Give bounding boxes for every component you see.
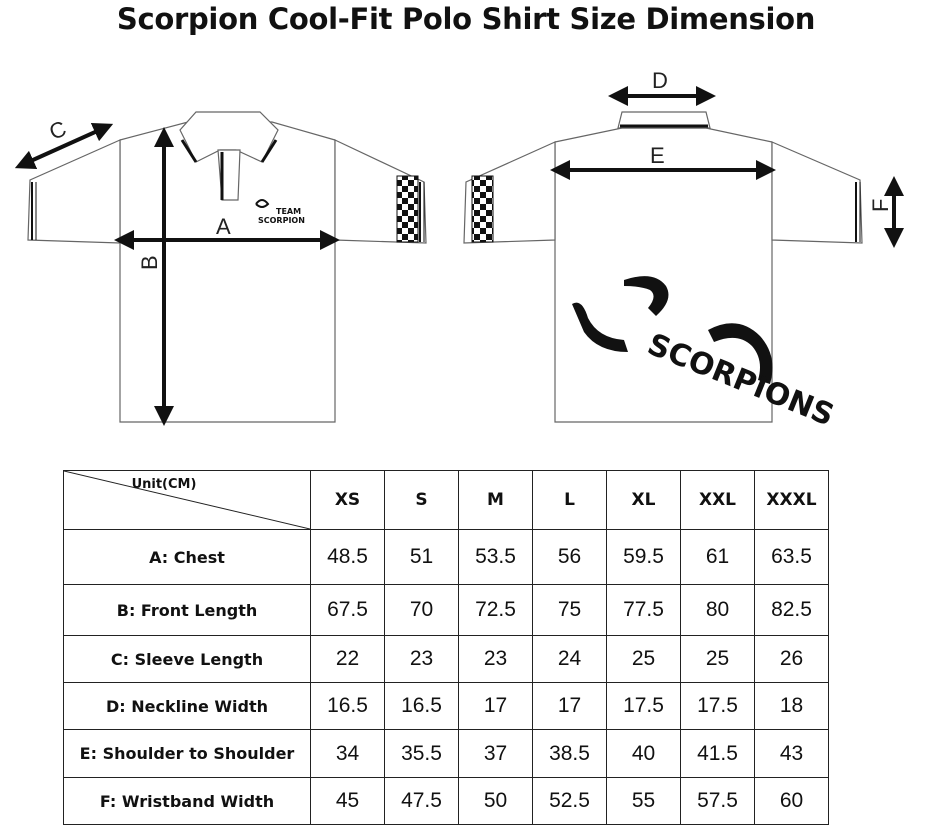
table-cell: 40 [606,729,681,778]
table-row-chest: A: Chest 48.5 51 53.5 56 59.5 61 63.5 [63,529,829,585]
table-cell: 25 [680,635,755,683]
dimension-label-f: F [868,199,893,212]
table-cell: 25 [606,635,681,683]
table-cell: 17 [458,682,533,730]
front-logo: TEAM SCORPION [255,199,305,225]
table-cell: 60 [754,777,829,825]
row-label: A: Chest [63,529,311,585]
row-label: E: Shoulder to Shoulder [63,729,311,778]
dimension-label-c: C [46,116,70,145]
table-cell: 61 [680,529,755,585]
shirt-illustration: TEAM SCORPION C A B SCORPIONS D E F [14,68,904,433]
table-cell: 67.5 [310,584,385,636]
table-row-sleeve-length: C: Sleeve Length 22 23 23 24 25 25 26 [63,635,829,683]
table-cell: 53.5 [458,529,533,585]
dimension-label-d: D [652,68,668,93]
table-cell: 24 [532,635,607,683]
table-cell: 77.5 [606,584,681,636]
table-cell: 37 [458,729,533,778]
corner-diagonal [64,471,310,529]
table-cell: 80 [680,584,755,636]
row-label: F: Wristband Width [63,777,311,825]
front-shirt-trims [31,139,425,242]
page-title: Scorpion Cool-Fit Polo Shirt Size Dimens… [116,2,816,36]
table-cell: 56 [532,529,607,585]
table-cell: 41.5 [680,729,755,778]
table-cell: 18 [754,682,829,730]
table-cell: 75 [532,584,607,636]
table-cell: 17 [532,682,607,730]
dimension-label-a: A [216,214,231,239]
table-cell: 50 [458,777,533,825]
back-sleeve-checker [471,175,494,243]
table-cell: 16.5 [384,682,459,730]
table-cell: 45 [310,777,385,825]
svg-text:TEAM: TEAM [276,207,301,216]
table-cell: 48.5 [310,529,385,585]
table-cell: 55 [606,777,681,825]
table-cell: 52.5 [532,777,607,825]
scorpion-logo-icon [255,199,270,208]
table-cell: 63.5 [754,529,829,585]
table-cell: 51 [384,529,459,585]
size-header-xs: XS [310,470,385,530]
table-cell: 57.5 [680,777,755,825]
dimension-label-b: B [137,255,162,270]
size-header-l: L [532,470,607,530]
front-sleeve-checker [396,175,419,243]
size-header-m: M [458,470,533,530]
row-label: D: Neckline Width [63,682,311,730]
unit-corner-cell: Unit(CM) [63,470,311,530]
table-cell: 23 [458,635,533,683]
table-cell: 47.5 [384,777,459,825]
dimension-arrow-c [14,122,114,170]
back-shirt-trims [620,124,861,242]
dimension-label-e: E [650,143,665,168]
size-header-xl: XL [606,470,681,530]
table-cell: 26 [754,635,829,683]
table-row-front-length: B: Front Length 67.5 70 72.5 75 77.5 80 … [63,584,829,636]
size-header-xxl: XXL [680,470,755,530]
size-header-xxxl: XXXL [754,470,829,530]
table-cell: 70 [384,584,459,636]
table-row-wristband-width: F: Wristband Width 45 47.5 50 52.5 55 57… [63,777,829,825]
table-row-neckline-width: D: Neckline Width 16.5 16.5 17 17 17.5 1… [63,682,829,730]
table-cell: 38.5 [532,729,607,778]
table-cell: 22 [310,635,385,683]
table-cell: 34 [310,729,385,778]
size-table: Unit(CM) XS S M L XL XXL XXXL A: Chest 4… [63,470,829,825]
table-cell: 23 [384,635,459,683]
table-cell: 16.5 [310,682,385,730]
table-cell: 17.5 [680,682,755,730]
table-cell: 35.5 [384,729,459,778]
front-shirt [27,111,427,423]
row-label: C: Sleeve Length [63,635,311,683]
svg-text:SCORPION: SCORPION [258,216,305,225]
size-header-row: Unit(CM) XS S M L XL XXL XXXL [63,470,829,530]
table-row-shoulder-to-shoulder: E: Shoulder to Shoulder 34 35.5 37 38.5 … [63,729,829,778]
size-header-s: S [384,470,459,530]
unit-label: Unit(CM) [131,477,197,492]
table-cell: 43 [754,729,829,778]
table-cell: 59.5 [606,529,681,585]
row-label: B: Front Length [63,584,311,636]
table-cell: 17.5 [606,682,681,730]
table-cell: 82.5 [754,584,829,636]
table-cell: 72.5 [458,584,533,636]
